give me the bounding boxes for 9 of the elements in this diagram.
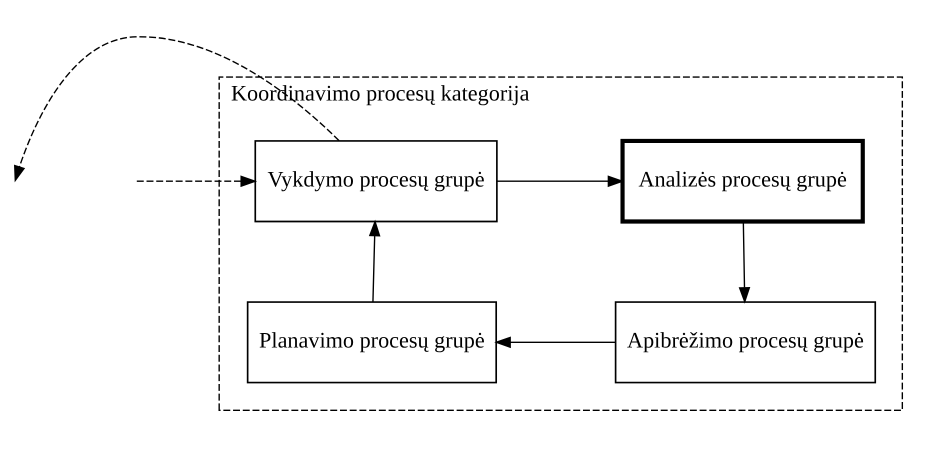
node-box: Analizės procesų grupė xyxy=(620,138,865,224)
node-box: Vykdymo procesų grupė xyxy=(254,140,498,222)
arrow xyxy=(14,36,340,182)
arrow xyxy=(494,336,616,348)
arrow xyxy=(368,219,380,302)
arrow xyxy=(136,174,258,187)
node-box: Planavimo procesų grupė xyxy=(246,300,498,383)
arrow xyxy=(738,221,750,304)
node-box: Apibrėžimo procesų grupė xyxy=(614,300,876,383)
